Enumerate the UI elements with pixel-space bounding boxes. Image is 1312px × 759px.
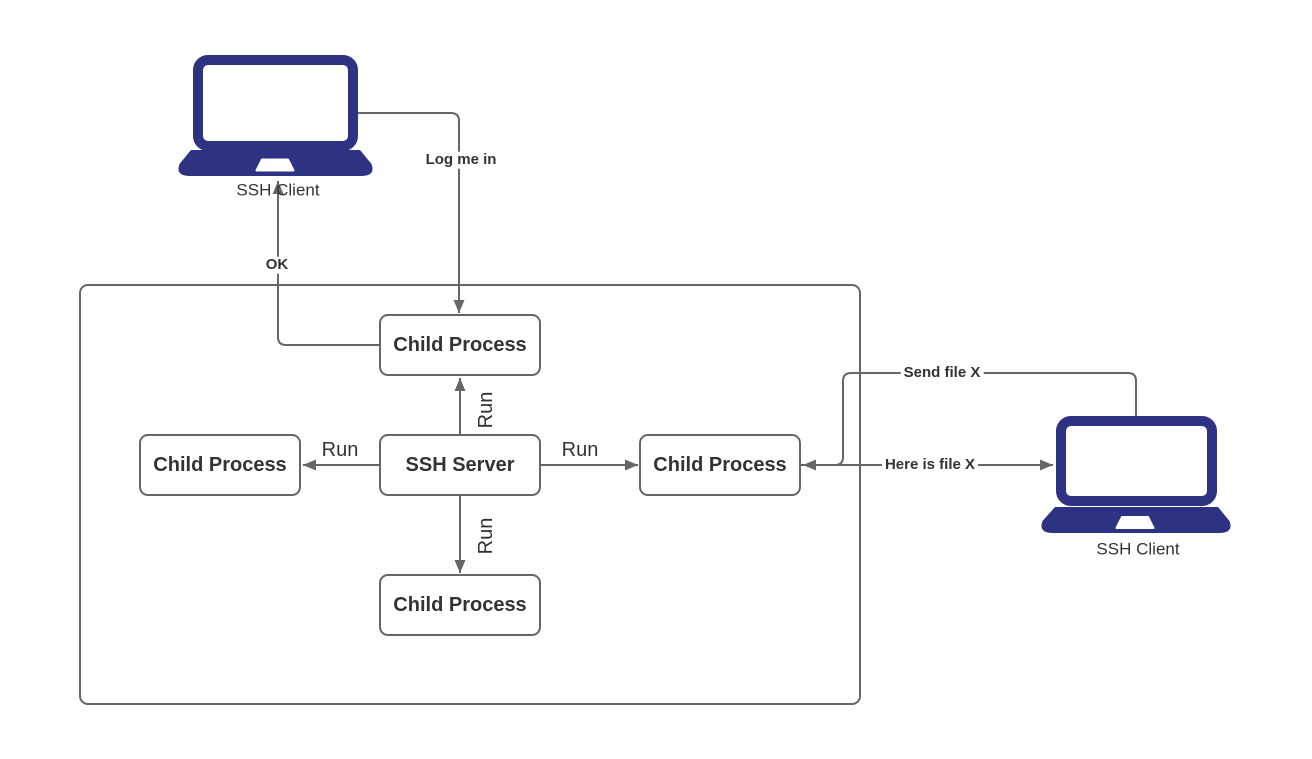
edge-log-me-in xyxy=(358,112,465,313)
child-process-box-left xyxy=(139,434,301,496)
child-process-right-label: Child Process xyxy=(653,454,787,476)
laptop-icon-right xyxy=(1041,416,1231,533)
ssh-server-label: SSH Server xyxy=(405,454,515,476)
child-process-top-label: Child Process xyxy=(393,334,527,356)
laptop-notch-left xyxy=(255,158,295,172)
run-up-label: Run xyxy=(475,391,497,429)
run-left-label: Run xyxy=(321,439,359,461)
ok-label: OK xyxy=(262,256,292,274)
child-process-box-bottom xyxy=(379,574,541,636)
ssh-server-box xyxy=(379,434,541,496)
ssh-client-left-label: SSH Client xyxy=(236,180,320,200)
edge-send-file-x xyxy=(803,372,1137,471)
child-process-left-label: Child Process xyxy=(153,454,287,476)
send-file-x-label: Send file X xyxy=(900,364,984,382)
child-process-box-top xyxy=(379,314,541,376)
laptop-screen-right xyxy=(1056,416,1217,506)
laptop-icon-left xyxy=(178,55,373,176)
here-is-file-x-label: Here is file X xyxy=(881,456,979,474)
log-me-in-label: Log me in xyxy=(422,151,500,169)
ssh-client-right-label: SSH Client xyxy=(1096,539,1180,559)
child-process-box-right xyxy=(639,434,801,496)
laptop-notch-right xyxy=(1115,516,1155,529)
edge-ok xyxy=(272,181,380,346)
run-down-label: Run xyxy=(475,517,497,555)
laptop-screen-left xyxy=(193,55,358,151)
child-process-bottom-label: Child Process xyxy=(393,594,527,616)
run-right-label: Run xyxy=(561,439,599,461)
